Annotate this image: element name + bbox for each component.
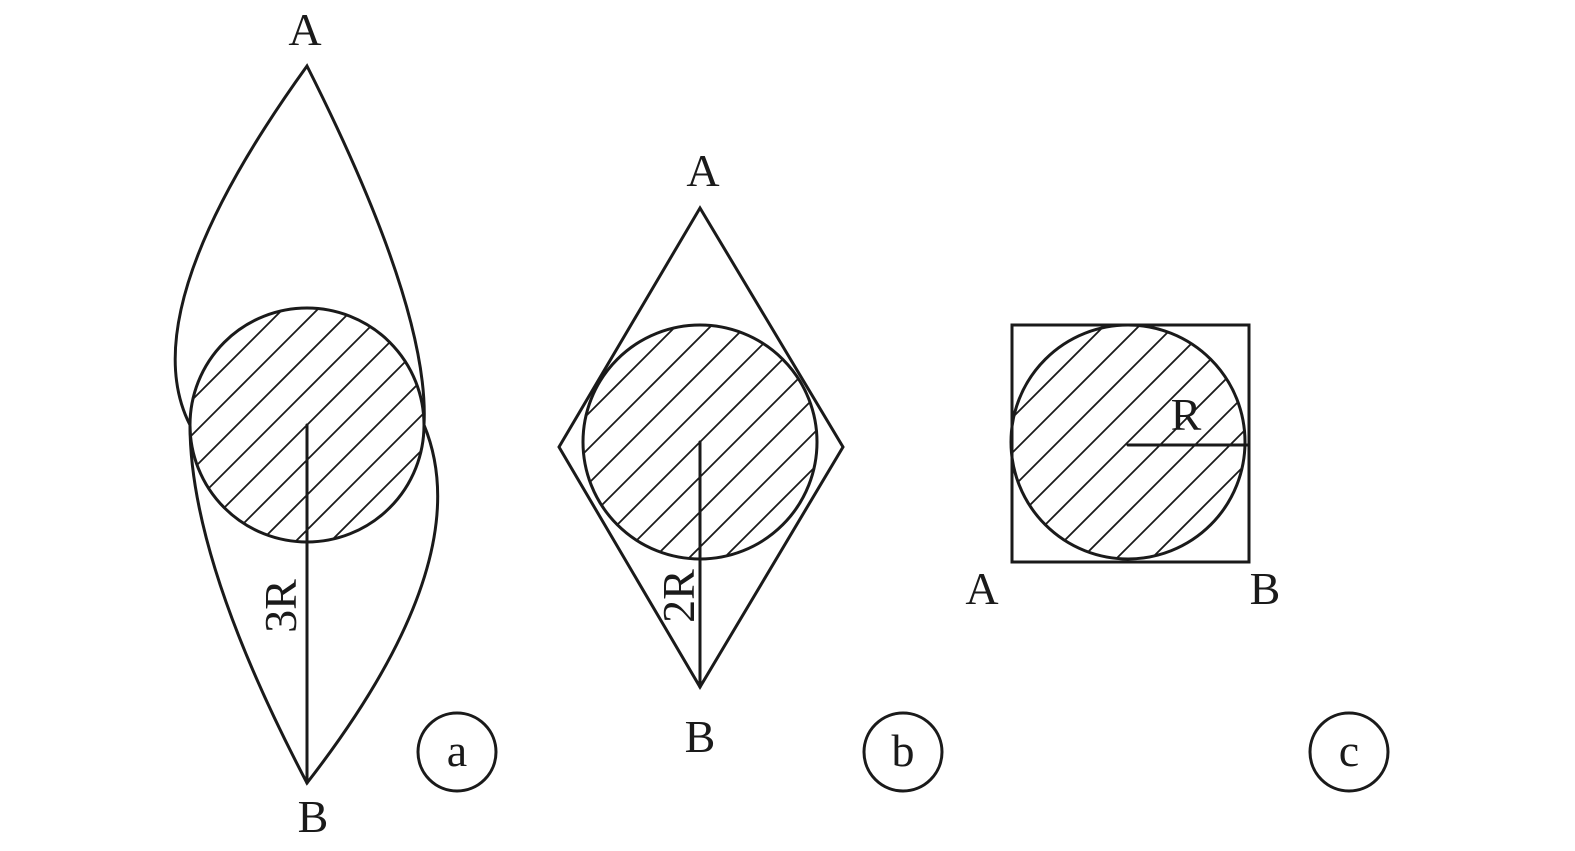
hatch-line [583,325,733,559]
hatch-line [667,325,817,559]
hatch-line [1060,325,1245,559]
hatch-line [274,308,424,542]
hatch-line [583,325,768,559]
figure-c-dimension-label: R [1171,389,1202,440]
figure-b-dimension-label: 2R [653,569,704,623]
hatch-line [239,308,424,542]
figure-c-circle [1009,323,1247,561]
hatch-line [1025,325,1245,559]
hatch-line [632,325,817,559]
figure-c-left-label: A [965,563,998,614]
hatch-line [344,308,424,542]
figure-c-right-label: B [1250,563,1281,614]
figure-c: A B R c [965,323,1390,793]
hatch-line [1011,325,1126,559]
figure-c-tag-circle [1308,711,1390,793]
hatch-line [702,325,817,559]
hatch-line [190,308,340,542]
figure-b-tag-circle [862,711,944,793]
hatch-line [1011,325,1231,559]
hatch-line [1011,325,1245,559]
hatch-line [1011,325,1161,559]
hatch-line [1011,325,1196,559]
figure-a-dimension-label: 3R [255,579,306,633]
figure-b-tag-label: b [892,725,915,776]
figure-c-tag-label: c [1339,725,1359,776]
hatch-line [583,325,698,559]
figure-a-top-label: A [288,4,321,55]
figure-a-tag-label: a [447,725,467,776]
figure-a-tag-circle [416,711,498,793]
hatch-line [190,308,375,542]
hatch-line [597,325,817,559]
hatch-line [1011,325,1091,559]
hatch-line [1095,325,1245,559]
figure-a-bottom-label: B [298,791,329,842]
figure-c-hatch-fill [1011,325,1245,559]
hatch-line [1165,325,1245,559]
hatch-line [190,308,270,542]
hatch-line [190,308,410,542]
hatch-line [190,308,305,542]
figure-b-top-label: A [686,145,719,196]
hatch-line [583,325,803,559]
figure-a-hatch-fill [190,308,424,542]
hatch-line [737,325,817,559]
hatch-line [1130,325,1245,559]
figure-b-bottom-label: B [685,711,716,762]
hatch-line [309,308,424,542]
hatch-line [204,308,424,542]
figure-a: A B 3R a [173,4,498,842]
figure-b: A B 2R b [557,145,944,793]
